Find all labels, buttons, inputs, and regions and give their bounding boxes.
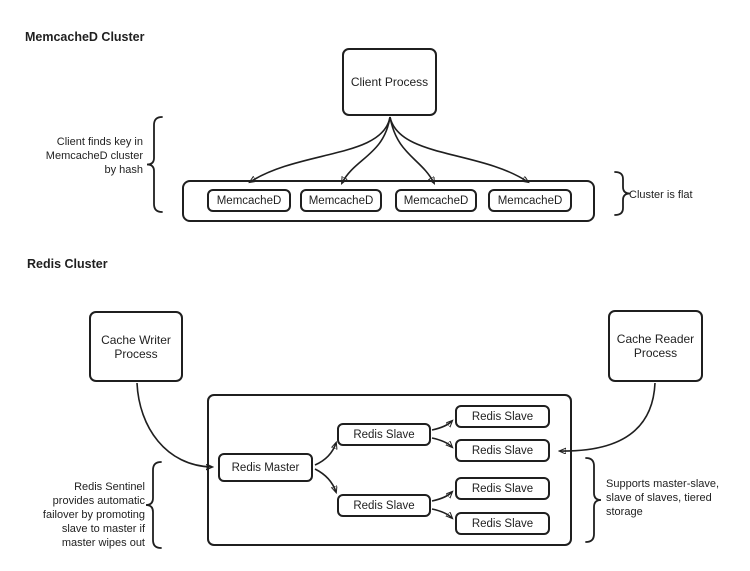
redis-mid-slave-1: Redis Slave: [337, 423, 431, 446]
brace-cluster-flat: [614, 171, 631, 216]
memcached-node-1: MemcacheD: [207, 189, 291, 212]
cache-writer-process-box: Cache Writer Process: [89, 311, 183, 382]
redis-supports-note: Supports master-slave, slave of slaves, …: [606, 478, 720, 518]
memcached-node-4: MemcacheD: [488, 189, 572, 212]
arrow-reader-to-slave: [560, 382, 656, 451]
arrow-client-to-memcached-2: [342, 116, 391, 183]
brace-memcached-left: [146, 116, 163, 213]
memcached-section-title: MemcacheD Cluster: [25, 30, 145, 44]
brace-redis-supports: [585, 457, 602, 543]
redis-leaf-slave-3: Redis Slave: [455, 477, 550, 500]
arrow-client-to-memcached-4: [389, 116, 528, 182]
memcached-node-3: MemcacheD: [395, 189, 477, 212]
brace-redis-sentinel: [145, 461, 162, 549]
redis-section-title: Redis Cluster: [27, 257, 108, 271]
arrow-writer-to-master: [136, 382, 212, 467]
redis-master-box: Redis Master: [218, 453, 313, 482]
client-process-box: Client Process: [342, 48, 437, 116]
cluster-is-flat-note: Cluster is flat: [629, 189, 693, 201]
memcached-hash-note: Client finds key in MemcacheD cluster by…: [45, 136, 143, 176]
arrow-client-to-memcached-1: [250, 116, 391, 182]
redis-leaf-slave-2: Redis Slave: [455, 439, 550, 462]
memcached-node-2: MemcacheD: [300, 189, 382, 212]
cache-reader-process-box: Cache Reader Process: [608, 310, 703, 382]
redis-sentinel-note: Redis Sentinel provides automatic failov…: [42, 481, 145, 549]
redis-leaf-slave-1: Redis Slave: [455, 405, 550, 428]
redis-leaf-slave-4: Redis Slave: [455, 512, 550, 535]
redis-mid-slave-2: Redis Slave: [337, 494, 431, 517]
arrow-client-to-memcached-3: [389, 116, 434, 183]
